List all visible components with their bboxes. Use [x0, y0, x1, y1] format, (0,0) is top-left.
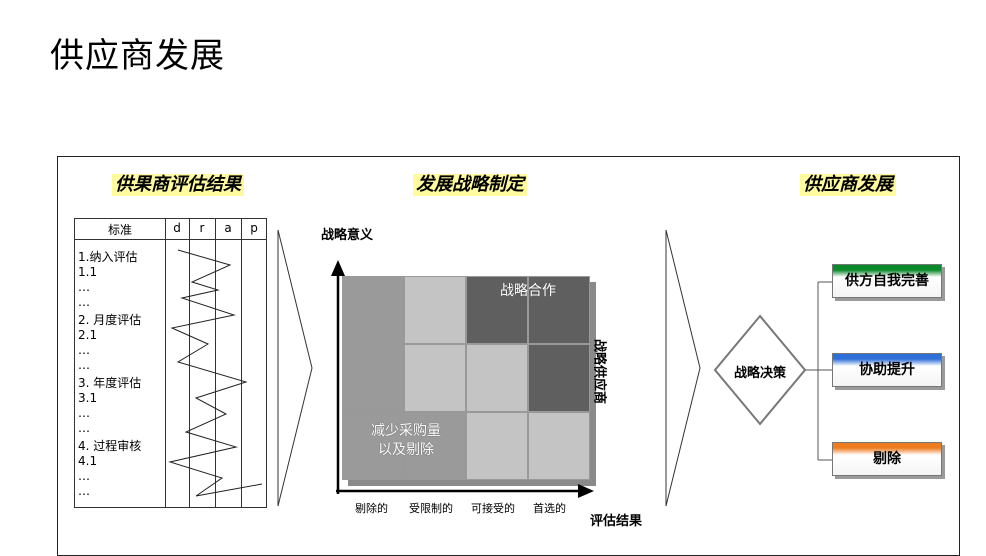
matrix-cell	[528, 276, 590, 344]
table-row: 2.1	[78, 328, 98, 342]
table-row: …	[78, 421, 90, 435]
outcome-self-improve-box: 供方自我完善	[832, 264, 942, 298]
strategy-matrix: 战略合作 减少采购量 以及剔除	[342, 276, 590, 480]
x-axis-label: 评估结果	[590, 514, 643, 529]
outcome-eliminate-box: 剔除	[832, 442, 942, 476]
y-axis-label: 战略意义	[321, 228, 374, 243]
section-title-strategy: 发展战略制定	[413, 174, 527, 196]
matrix-cell	[404, 344, 466, 412]
table-row: …	[78, 469, 90, 483]
table-header-a: a	[224, 221, 232, 235]
table-row: …	[78, 406, 90, 420]
x-tick-label: 可接受的	[471, 502, 515, 515]
table-header-r: r	[199, 221, 205, 235]
table-row: 3. 年度评估	[78, 376, 142, 390]
table-row: 4. 过程审核	[78, 439, 142, 453]
x-tick-label: 首选的	[533, 502, 566, 515]
table-row: …	[78, 343, 90, 357]
matrix-cell	[342, 276, 404, 344]
x-axis-arrow-icon	[578, 484, 594, 498]
matrix-cell	[466, 344, 528, 412]
decision-diamond	[713, 314, 807, 426]
x-tick-label: 剔除的	[355, 502, 388, 515]
table-row: 1.1	[78, 265, 98, 279]
table-row: 3.1	[78, 391, 98, 405]
section-title-development: 供应商发展	[800, 174, 896, 196]
table-header-p: p	[250, 221, 258, 235]
table-row: …	[78, 295, 90, 309]
matrix-label-reduce-line2: 以及剔除	[378, 442, 434, 458]
table-header-criteria: 标准	[107, 223, 132, 237]
chevron-arrow-2	[665, 229, 701, 507]
matrix-cell	[466, 412, 528, 480]
table-row: 1.纳入评估	[78, 250, 138, 264]
matrix-cell	[342, 344, 404, 412]
chevron-arrow-1	[277, 229, 313, 507]
page-title: 供应商发展	[50, 36, 225, 76]
x-tick-label: 受限制的	[409, 502, 453, 515]
score-zigzag-line	[168, 249, 263, 497]
decision-label: 战略决策	[733, 366, 786, 381]
matrix-label-strategic-cooperation: 战略合作	[500, 283, 556, 299]
matrix-label-reduce-line1: 减少采购量	[371, 423, 441, 439]
matrix-cell	[528, 344, 590, 412]
outcome-assist-box: 协助提升	[832, 353, 942, 387]
y-axis-arrow-icon	[331, 260, 345, 276]
table-row: 2. 月度评估	[78, 313, 142, 327]
table-row: …	[78, 280, 90, 294]
matrix-cell	[342, 412, 404, 480]
matrix-cell	[404, 276, 466, 344]
table-row: …	[78, 484, 90, 498]
table-header-d: d	[173, 221, 181, 235]
matrix-cell	[466, 276, 528, 344]
matrix-cell	[528, 412, 590, 480]
section-title-evaluation: 供果商评估结果	[112, 174, 244, 196]
matrix-cell	[404, 412, 466, 480]
evaluation-table: 标准 d r a p 1.纳入评估 1.1 … … 2. 月度评估 2.1 … …	[74, 218, 267, 508]
table-row: …	[78, 358, 90, 372]
table-row: 4.1	[78, 454, 98, 468]
right-axis-label: 战略供应商	[591, 338, 607, 404]
